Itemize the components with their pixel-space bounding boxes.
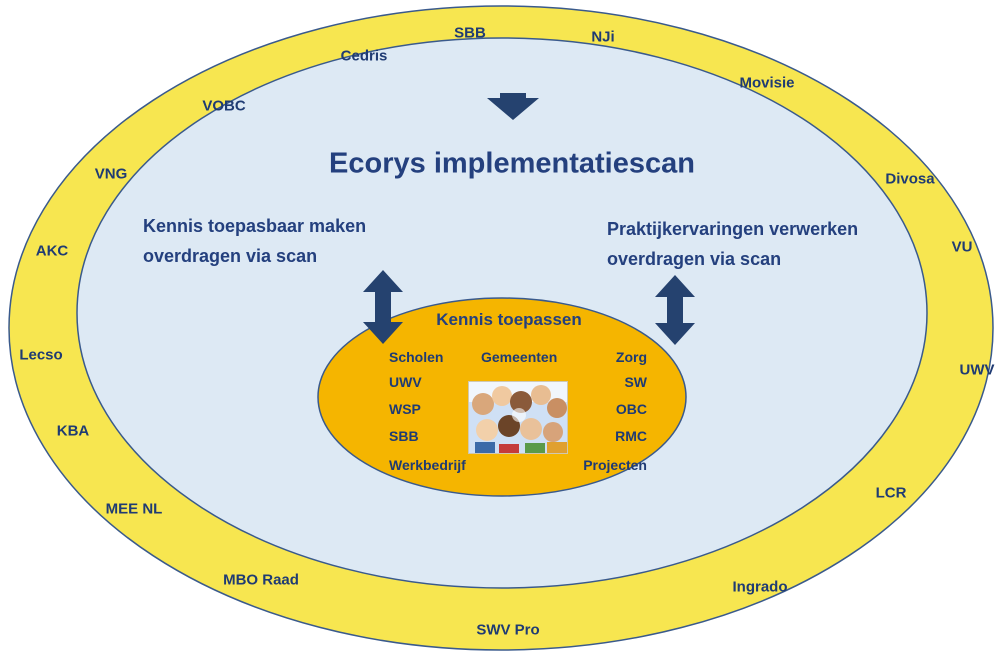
center-right-item: OBC xyxy=(615,401,647,417)
center-left-item: WSP xyxy=(389,401,421,417)
outer-label-kba: KBA xyxy=(56,422,90,440)
center-title: Kennis toepassen xyxy=(436,310,582,329)
double-arrow-vertical-icon xyxy=(363,270,403,344)
group-of-people-photo xyxy=(468,381,568,454)
outer-label-mee-nl: MEE NL xyxy=(105,500,163,518)
outer-label-divosa: Divosa xyxy=(885,170,935,188)
outer-label-vu: VU xyxy=(951,238,973,256)
outer-label-vng: VNG xyxy=(94,165,128,183)
right-text-line-2: overdragen via scan xyxy=(607,249,782,269)
outer-label-vobc: VOBC xyxy=(202,97,246,115)
center-right-item: Projecten xyxy=(583,457,647,473)
right-text-block: Praktijkervaringen verwerken overdragen … xyxy=(607,214,858,274)
center-left-item: Werkbedrijf xyxy=(389,457,466,473)
outer-label-akc: AKC xyxy=(35,242,69,260)
outer-label-lecso: Lecso xyxy=(19,346,63,364)
outer-label-swv-pro: SWV Pro xyxy=(476,621,540,639)
outer-label-mbo-raad: MBO Raad xyxy=(223,571,299,589)
center-left-item: UWV xyxy=(389,374,422,390)
outer-label-movisie: Movisie xyxy=(739,74,795,92)
left-text-line-1: Kennis toepasbaar maken xyxy=(143,216,367,236)
center-right-item: RMC xyxy=(615,428,647,444)
center-right-item: SW xyxy=(624,374,647,390)
page-title: Ecorys implementatiescan xyxy=(329,147,695,180)
left-text-block: Kennis toepasbaar maken overdragen via s… xyxy=(143,211,366,271)
center-item-gemeenten: Gemeenten xyxy=(481,349,558,365)
arrow-down-icon xyxy=(487,93,539,120)
outer-label-ingrado: Ingrado xyxy=(732,578,788,596)
outer-label-nji: NJi xyxy=(591,28,615,46)
left-text-line-2: overdragen via scan xyxy=(143,246,318,266)
outer-label-cedris: Cedris xyxy=(340,47,388,65)
right-text-line-1: Praktijkervaringen verwerken xyxy=(607,219,859,239)
center-right-item: Zorg xyxy=(615,349,647,365)
outer-label-uwv: UWV xyxy=(959,361,995,379)
outer-label-lcr: LCR xyxy=(875,484,907,502)
outer-label-sbb: SBB xyxy=(454,24,486,42)
double-arrow-vertical-icon xyxy=(655,275,695,345)
center-left-item: Scholen xyxy=(389,349,444,365)
center-left-item: SBB xyxy=(389,428,419,444)
